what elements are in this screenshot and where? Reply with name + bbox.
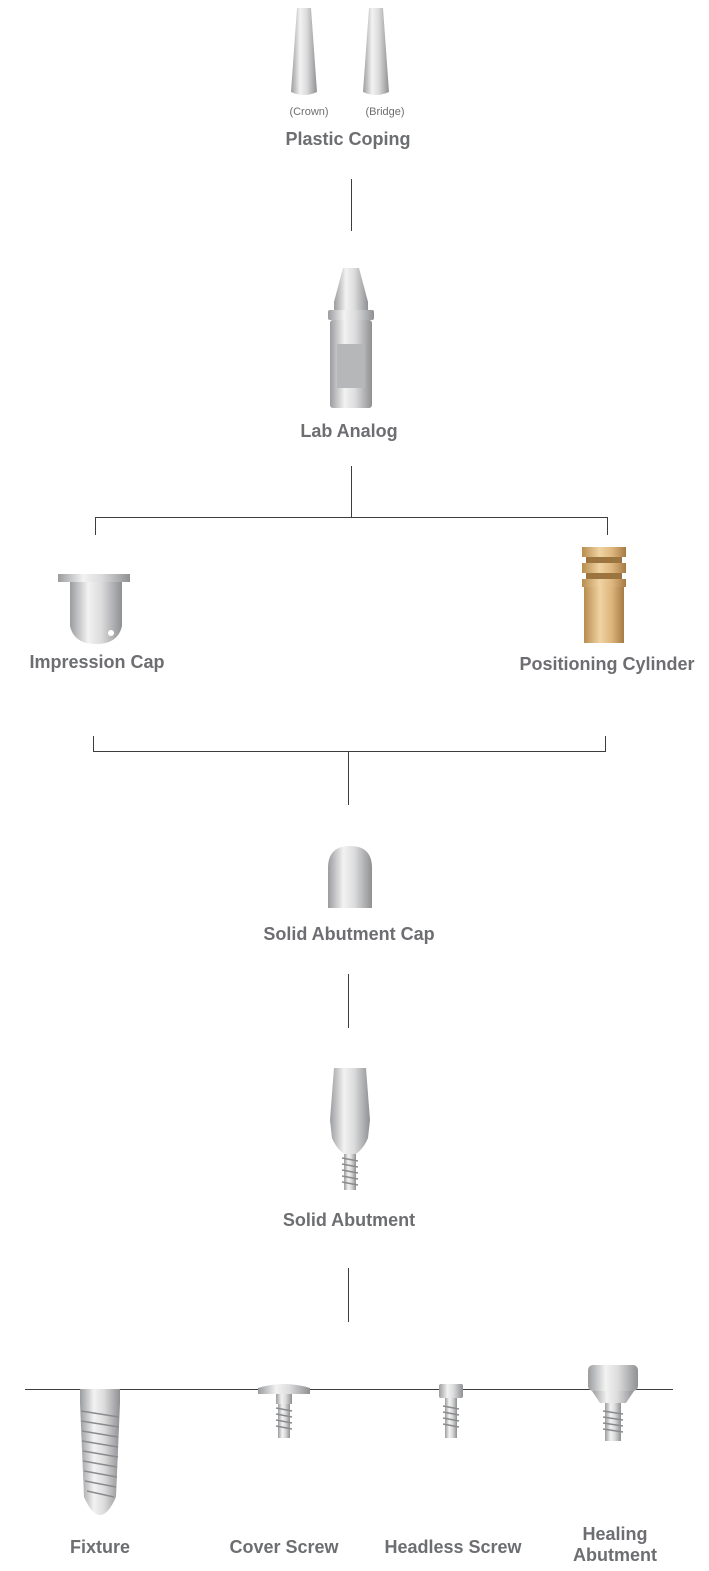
connector-line (351, 466, 352, 518)
solid-abutment-image (330, 1068, 370, 1190)
solid-abutment-cap-image (328, 846, 372, 908)
impression-cap-image (58, 574, 130, 644)
connector-line (351, 179, 352, 231)
connector-line (605, 736, 606, 752)
connector-line (348, 974, 349, 1028)
positioning-cylinder-image (582, 547, 626, 643)
plastic-coping-crown-image (291, 8, 317, 95)
plastic-coping-bridge-image (363, 8, 389, 95)
solid-abutment-cap-label: Solid Abutment Cap (263, 924, 435, 944)
cover-screw-image (258, 1384, 310, 1438)
positioning-cylinder-label: Positioning Cylinder (519, 654, 695, 674)
crown-label: (Crown) (289, 106, 329, 118)
healing-abutment-label-line1: Healing (582, 1524, 648, 1544)
fixture-image (80, 1389, 120, 1515)
connector-line (348, 752, 349, 805)
fixture-label: Fixture (69, 1537, 131, 1557)
plastic-coping-label: Plastic Coping (285, 129, 411, 149)
impression-cap-label: Impression Cap (29, 652, 165, 672)
connector-line (93, 751, 606, 752)
cover-screw-label: Cover Screw (229, 1537, 339, 1557)
bone-level-line (25, 1389, 673, 1390)
connector-line (95, 517, 608, 518)
lab-analog-label: Lab Analog (300, 421, 398, 441)
connector-line (607, 517, 608, 535)
headless-screw-label: Headless Screw (384, 1537, 522, 1557)
lab-analog-image (328, 268, 374, 408)
healing-abutment-label-line2: Abutment (573, 1545, 657, 1565)
bridge-label: (Bridge) (365, 106, 405, 118)
solid-abutment-label: Solid Abutment (282, 1210, 416, 1230)
connector-line (93, 736, 94, 752)
healing-abutment-image (588, 1365, 638, 1441)
connector-line (348, 1268, 349, 1322)
headless-screw-image (439, 1384, 463, 1438)
connector-line (95, 517, 96, 535)
